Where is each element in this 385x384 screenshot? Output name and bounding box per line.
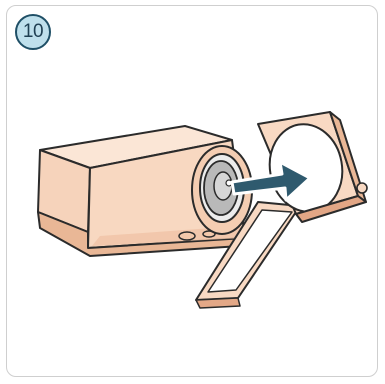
illustration — [0, 0, 385, 384]
